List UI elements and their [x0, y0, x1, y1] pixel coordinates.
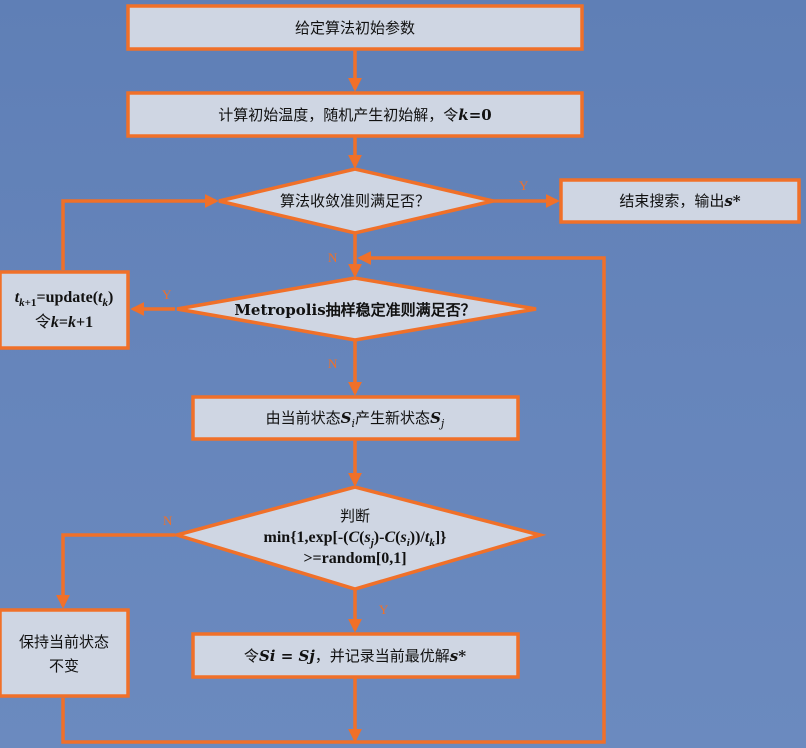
label-yes-update: Y [162, 287, 172, 302]
label-yes-end: Y [519, 178, 529, 193]
node-keep-state-line2: 不变 [49, 657, 79, 675]
node-init-params-text: 给定算法初始参数 [295, 19, 415, 37]
node-init-params: 给定算法初始参数 [126, 4, 584, 51]
node-gen-state-text: 由当前状态Si产生新状态Sj [266, 409, 445, 430]
node-keep-state: 保持当前状态 不变 [0, 608, 130, 698]
node-gen-state: 由当前状态Si产生新状态Sj [191, 395, 520, 441]
node-judge-title: 判断 [340, 507, 370, 525]
node-judge: 判断 min{1,exp[-(C(sj)-C(si))/tk]} >=rando… [170, 485, 547, 591]
node-end-search-text: 结束搜索，输出s* [619, 192, 740, 210]
node-init-temp: 计算初始温度，随机产生初始解，令k=0 [126, 91, 584, 138]
node-check-stop-text: 算法收敛准则满足否？ [280, 192, 430, 210]
node-accept-text: 令Si = Sj，并记录当前最优解s* [244, 647, 466, 665]
node-keep-state-line1: 保持当前状态 [19, 633, 109, 651]
node-update-t: tk+1=update(tk) 令k=k+1 [0, 270, 130, 350]
label-no-check: N [328, 250, 338, 265]
label-no-metropolis: N [328, 356, 338, 371]
node-update-t-line2: 令k=k+1 [35, 313, 93, 331]
node-judge-formula: min{1,exp[-(C(sj)-C(si))/tk]} [264, 529, 447, 549]
edge-keep-to-bottom [61, 251, 606, 744]
edge-judge-to-keep [56, 533, 175, 609]
node-accept: 令Si = Sj，并记录当前最优解s* [191, 632, 520, 679]
node-judge-random: >=random[0,1] [303, 550, 406, 567]
node-metropolis-text: Metropolis抽样稳定准则满足否？ [234, 301, 475, 319]
label-yes-judge: Y [379, 602, 389, 617]
label-no-judge: N [163, 513, 173, 528]
node-end-search: 结束搜索，输出s* [559, 178, 801, 224]
node-check-stop: 算法收敛准则满足否？ [218, 167, 494, 235]
edge-update-loop [61, 194, 219, 270]
node-init-temp-text: 计算初始温度，随机产生初始解，令k=0 [218, 106, 491, 124]
node-metropolis: Metropolis抽样稳定准则满足否？ [176, 276, 537, 342]
node-update-t-line1: tk+1=update(tk) [15, 289, 114, 309]
